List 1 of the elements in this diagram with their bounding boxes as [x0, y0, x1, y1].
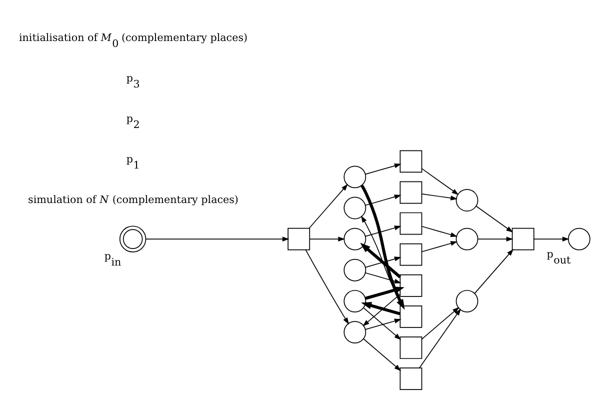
label: simulation of N (complementary places) [28, 193, 238, 206]
